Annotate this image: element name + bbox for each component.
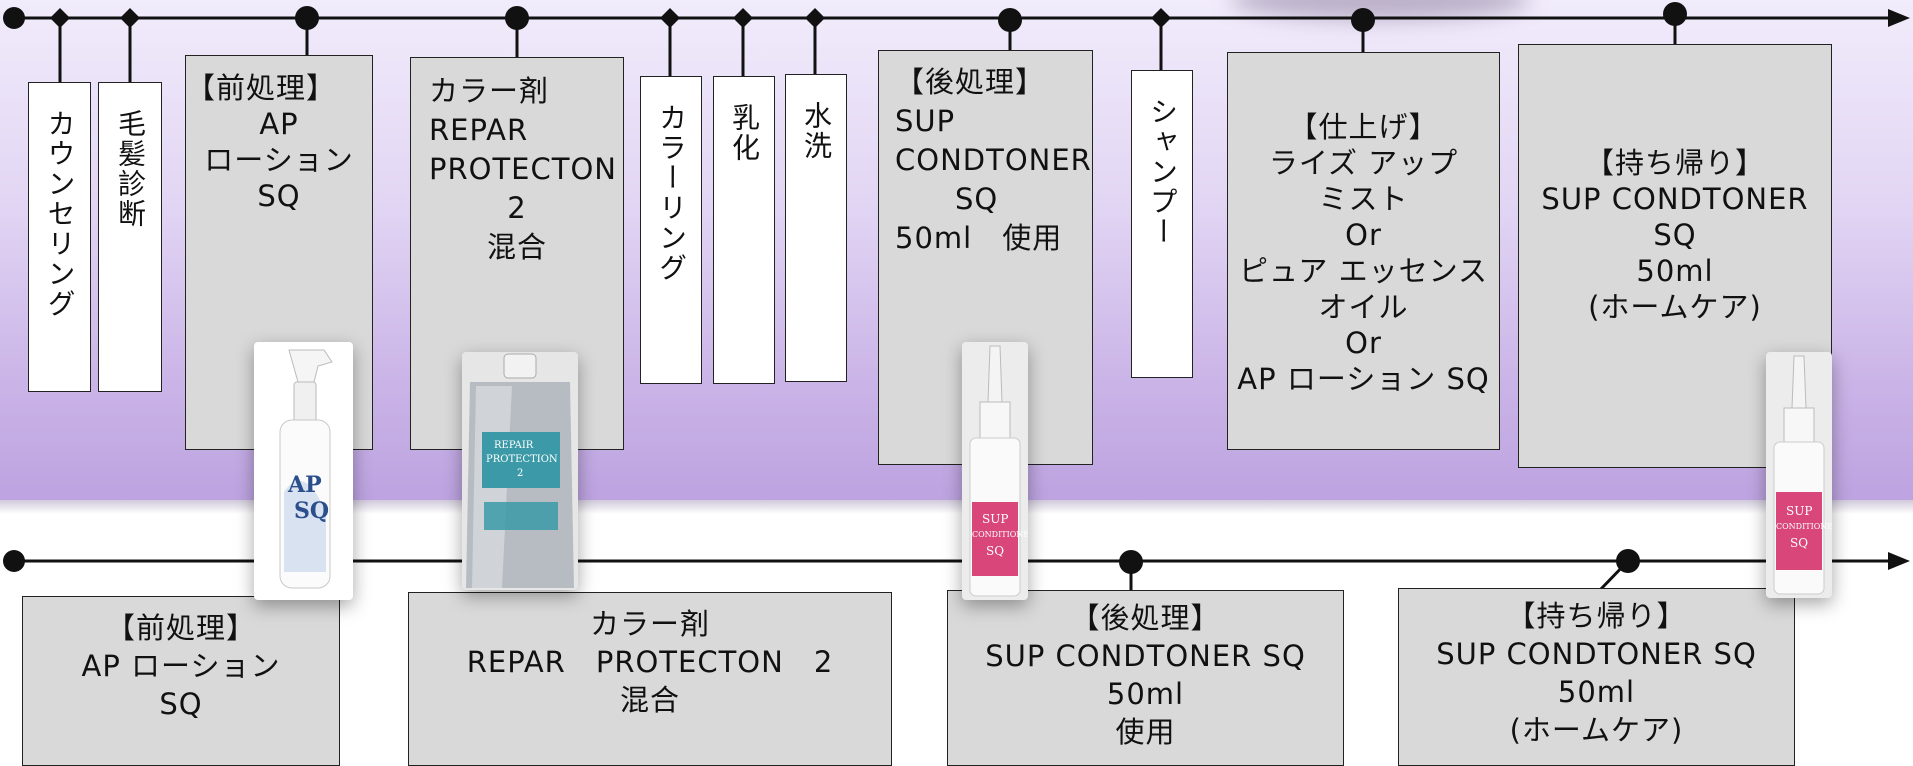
bottom-box-pretreat: 【前処理】 AP ローション SQ [22, 596, 340, 766]
top-color-line-2: REPAR [429, 113, 529, 147]
bottle-icon [1773, 355, 1825, 595]
bottom-timeline-arrowhead [1888, 552, 1910, 570]
bottom-dot-aftertreat [1119, 550, 1143, 574]
step-counseling: カウンセリング [28, 82, 91, 392]
step-emulsify-label: 乳化 [728, 103, 761, 163]
repair-protection-pouch-image: REPAIR PROTECTION 2 [462, 352, 578, 590]
top-finish-line-6: オイル [1318, 290, 1409, 324]
diamond-emulsify [733, 8, 753, 28]
ap-lotion-label-2: SQ [294, 498, 330, 524]
sup2-label-2: CONDITIONER [1776, 522, 1832, 531]
top-pretreat-line-5: SQ [257, 179, 301, 213]
bottom-aftertreat-line-4: 使用 [1115, 715, 1176, 749]
pouch-label-2: PROTECTION [486, 454, 558, 465]
step-shampoo-label: シャンプー [1146, 97, 1179, 247]
bottom-takehome-line-2: SUP CONDTONER SQ [1436, 637, 1757, 671]
top-box-finish: 【仕上げ】 ライズ アップ ミスト Or ピュア エッセンス オイル Or AP… [1227, 52, 1500, 450]
step-coloring-label: カラーリング [655, 103, 688, 283]
bottom-takehome-line-4: (ホームケア) [1509, 713, 1684, 747]
top-finish-line-3: ミスト [1318, 182, 1409, 216]
bottom-color-line-2: REPAR PROTECTON 2 [466, 645, 834, 679]
sup1-label-3: SQ [986, 544, 1005, 558]
bottom-box-aftertreat: 【後処理】 SUP CONDTONER SQ 50ml 使用 [947, 590, 1344, 766]
top-aftertreat-line-1: 【後処理】 [895, 65, 1046, 99]
pouch-label-3: 2 [517, 468, 524, 479]
ap-lotion-bottle-image: AP SQ [254, 342, 353, 600]
sup-conditioner-bottle-image-2: SUP CONDITIONER SQ [1766, 352, 1832, 598]
top-color-line-5: 混合 [486, 230, 547, 264]
top-pretreat-line-1: 【前処理】 [186, 71, 337, 105]
bottom-dot-takehome [1616, 549, 1640, 573]
step-rinse: 水洗 [785, 74, 847, 382]
top-finish-line-8: AP ローション SQ [1237, 362, 1490, 396]
top-aftertreat-line-5: 50ml 使用 [895, 221, 1063, 255]
sup-conditioner-bottle-image-1: SUP CONDITIONER SQ [962, 342, 1028, 600]
diamond-diagnosis [120, 8, 140, 28]
diamond-shampoo [1151, 8, 1171, 28]
top-finish-line-2: ライズ アップ [1268, 146, 1459, 180]
bottom-pretreat-line-2: AP ローション [81, 649, 281, 683]
top-timeline-arrowhead [1888, 9, 1910, 27]
step-counseling-label: カウンセリング [43, 109, 77, 319]
diamond-rinse [805, 8, 825, 28]
sup2-label-1: SUP [1786, 504, 1813, 518]
top-finish-line-5: ピュア エッセンス [1238, 254, 1489, 288]
bottle-icon [969, 345, 1021, 597]
bottom-color-line-1: カラー剤 [589, 607, 710, 641]
top-pretreat-line-4: ローション [204, 143, 354, 177]
top-finish-line-7: Or [1345, 326, 1382, 360]
top-box-aftertreat: 【後処理】 SUP CONDTONER SQ 50ml 使用 [878, 50, 1093, 465]
diamond-counseling [50, 8, 70, 28]
top-takehome-line-2: SUP CONDTONER [1541, 182, 1809, 216]
ap-lotion-label-1: AP [288, 472, 322, 498]
dot-pretreat [295, 6, 319, 30]
top-aftertreat-line-4: SQ [955, 182, 999, 216]
top-takehome-line-1: 【持ち帰り】 [1584, 146, 1765, 180]
bottom-aftertreat-line-3: 50ml [1106, 677, 1185, 711]
step-coloring: カラーリング [640, 76, 702, 384]
step-emulsify: 乳化 [713, 76, 775, 384]
top-pretreat-line-3: AP [259, 107, 299, 141]
diamond-coloring [660, 8, 680, 28]
top-start-dot [3, 7, 25, 29]
top-aftertreat-line-3: CONDTONER [895, 143, 1092, 177]
dot-finish [1351, 8, 1375, 32]
step-shampoo: シャンプー [1131, 70, 1193, 378]
bottom-takehome-line-3: 50ml [1557, 675, 1636, 709]
sup2-label-3: SQ [1790, 536, 1809, 550]
top-finish-line-1: 【仕上げ】 [1288, 110, 1439, 144]
sup1-label-2: CONDITIONER [972, 530, 1028, 539]
step-rinse-label: 水洗 [800, 101, 833, 161]
top-takehome-line-4: 50ml [1636, 254, 1714, 288]
top-finish-line-4: Or [1345, 218, 1382, 252]
top-color-line-4: 2 [507, 191, 527, 225]
dot-aftertreat [998, 8, 1022, 32]
top-takehome-line-5: (ホームケア) [1588, 290, 1762, 324]
bottom-takehome-line-1: 【持ち帰り】 [1506, 599, 1687, 633]
pouch-icon [466, 353, 574, 588]
bottom-pretreat-line-3: SQ [159, 687, 203, 721]
bottom-color-line-3: 混合 [619, 683, 680, 717]
top-takehome-line-3: SQ [1653, 218, 1697, 252]
bottom-pretreat-line-1: 【前処理】 [105, 611, 256, 645]
spray-bottle-icon [279, 349, 333, 589]
bottom-start-dot [3, 550, 25, 572]
top-glow [1230, 0, 1530, 20]
dot-takehome [1663, 2, 1687, 26]
step-diagnosis: 毛髪診断 [98, 82, 162, 392]
bottom-aftertreat-line-1: 【後処理】 [1070, 601, 1221, 635]
bottom-box-takehome: 【持ち帰り】 SUP CONDTONER SQ 50ml (ホームケア) [1398, 588, 1795, 766]
top-color-line-1: カラー剤 [429, 74, 550, 108]
bottom-aftertreat-line-2: SUP CONDTONER SQ [985, 639, 1306, 673]
bottom-box-color: カラー剤 REPAR PROTECTON 2 混合 [408, 592, 892, 766]
dot-color [505, 6, 529, 30]
top-box-takehome: 【持ち帰り】 SUP CONDTONER SQ 50ml (ホームケア) [1518, 44, 1832, 468]
sup1-label-1: SUP [982, 512, 1009, 526]
pouch-label-1: REPAIR [494, 440, 534, 451]
top-color-line-3: PROTECTON [429, 152, 617, 186]
top-aftertreat-line-2: SUP [895, 104, 956, 138]
step-diagnosis-label: 毛髪診断 [114, 109, 147, 229]
